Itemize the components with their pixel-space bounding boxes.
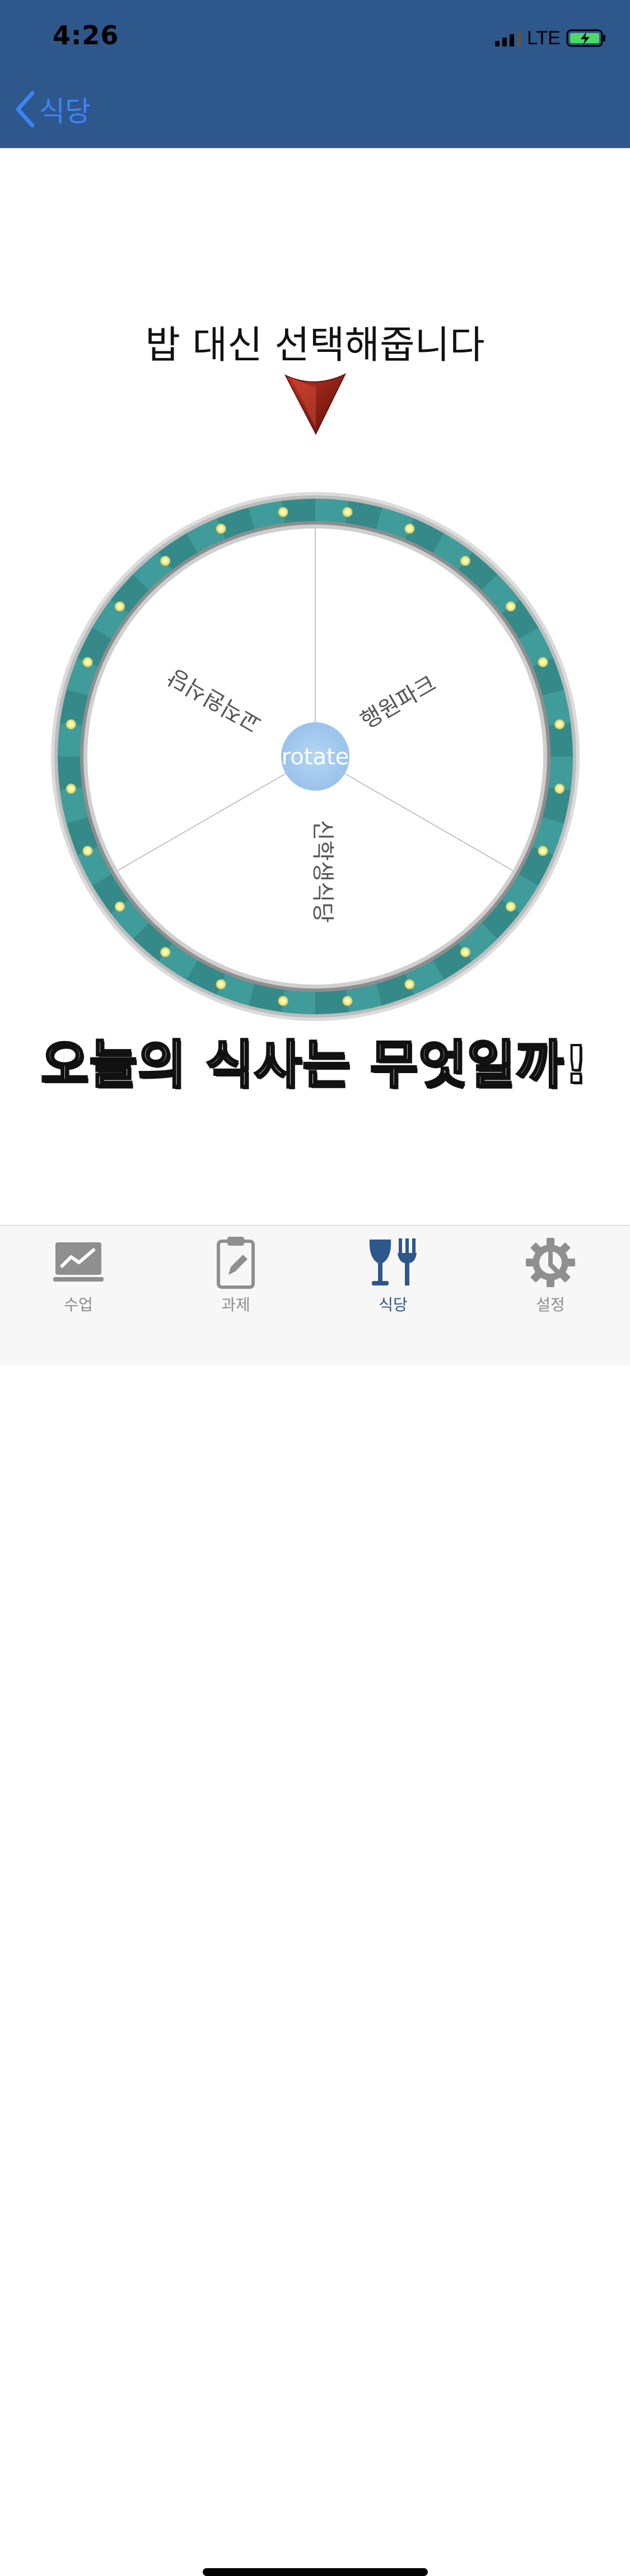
wheel-light (278, 996, 288, 1006)
wheel-light (66, 783, 76, 794)
rim-tile (533, 657, 564, 696)
tab-label: 수업 (64, 1296, 93, 1314)
rim-tile (346, 500, 382, 530)
rim-tile (58, 756, 82, 791)
rim-tile (77, 628, 112, 667)
wheel-lights (66, 507, 565, 1006)
rotate-button[interactable]: rotate (281, 722, 349, 791)
tab-label: 과제 (221, 1296, 250, 1314)
wheel-light (538, 846, 548, 856)
wheel-light (160, 947, 171, 958)
rim-tile (248, 983, 285, 1013)
tab-settings[interactable]: 설정 (494, 1234, 606, 1319)
segment-divider (118, 756, 316, 871)
back-button[interactable]: 식당 (13, 90, 91, 129)
wheel-light (160, 555, 171, 566)
wheel-light (278, 507, 288, 517)
tab-cafeteria[interactable]: 식당 (337, 1234, 449, 1319)
rim-tile (59, 689, 88, 726)
glass-fork-icon (369, 1238, 417, 1285)
tab-assignment[interactable]: 과제 (180, 1234, 292, 1319)
rim-tile (376, 974, 414, 1006)
network-type: LTE (527, 27, 561, 49)
rim-tile (542, 787, 571, 824)
status-time: 4:26 (53, 20, 119, 50)
wheel-light (342, 996, 353, 1006)
rim-tile (66, 817, 98, 856)
clipboard-edit-icon (217, 1237, 255, 1289)
rim-tile (281, 499, 315, 523)
rim-tile (216, 507, 255, 539)
wheel-light (114, 601, 125, 612)
signal-icon (495, 30, 522, 47)
wheel-light (538, 657, 548, 667)
wheel-light (460, 947, 470, 958)
wheel-light (216, 979, 226, 990)
battery-icon (566, 29, 605, 47)
segment-divider (315, 756, 513, 871)
home-indicator (203, 2568, 428, 2576)
tab-label: 식당 (379, 1296, 408, 1314)
chevron-left-icon (16, 91, 35, 128)
page-headline: 밥 대신 선택해줍니다 (145, 323, 485, 368)
tab-label: 설정 (536, 1296, 565, 1314)
chart-board-icon (53, 1242, 104, 1282)
wheel-light (114, 901, 125, 912)
wheel-light (506, 601, 516, 612)
wheel-light (342, 507, 353, 517)
wheel-light (82, 846, 93, 856)
wheel-light (82, 657, 93, 667)
status-indicators: LTE (495, 26, 606, 50)
segment-label-2: 신학생식당 (310, 820, 335, 923)
rim-tile (405, 518, 444, 553)
wheel-light (66, 719, 76, 730)
wheel-light (216, 523, 226, 534)
rim-tile (315, 990, 349, 1014)
bottom-title: 오늘의 식사는 무엇일까! (40, 1034, 589, 1096)
rim-tile (548, 722, 573, 756)
wheel-light (554, 783, 565, 794)
wheel-light (404, 979, 415, 990)
tab-bar: 수업 과제 식당 (0, 1225, 630, 2576)
wheel-light (460, 555, 470, 566)
back-label: 식당 (39, 95, 91, 128)
wheel-pointer-icon (284, 373, 346, 435)
rim-tile (519, 846, 553, 885)
rim-tile (186, 960, 226, 995)
tab-class[interactable]: 수업 (22, 1234, 134, 1319)
wheel-light (506, 901, 516, 912)
navigation-header: 4:26 LTE 식당 (0, 0, 630, 148)
rotate-button-label: rotate (282, 744, 349, 770)
roulette-wheel[interactable]: 행원파크 신학생식당 교직원식당 rotate (49, 490, 581, 1023)
wheel-light (554, 719, 565, 730)
wheel-light (404, 523, 415, 534)
gear-icon (526, 1238, 575, 1287)
